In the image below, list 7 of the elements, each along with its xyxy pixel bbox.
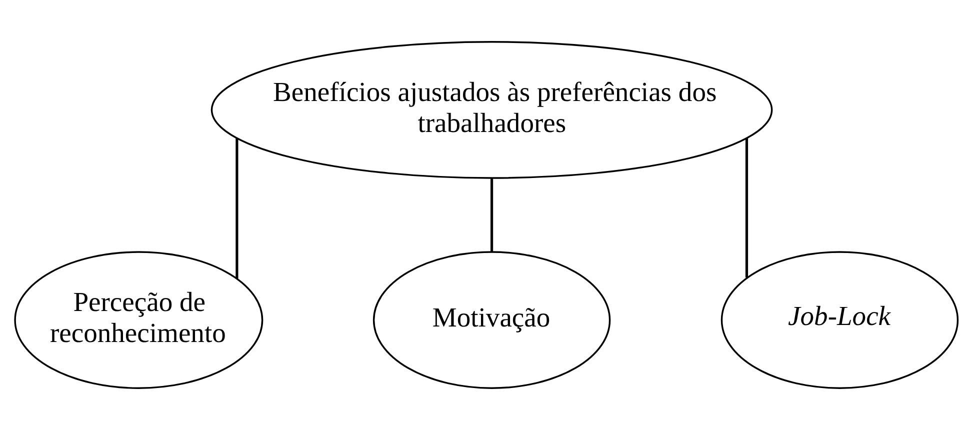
node-ellipse: Benefícios ajustados às preferências dos trabalhadores — [210, 41, 773, 179]
connector — [490, 178, 494, 252]
node-ellipse: Perceção de reconhecimento — [14, 251, 264, 389]
connector — [236, 138, 238, 278]
connector — [745, 138, 748, 278]
node-ellipse: Motivação — [372, 251, 611, 389]
node-ellipse: Job-Lock — [720, 251, 959, 389]
